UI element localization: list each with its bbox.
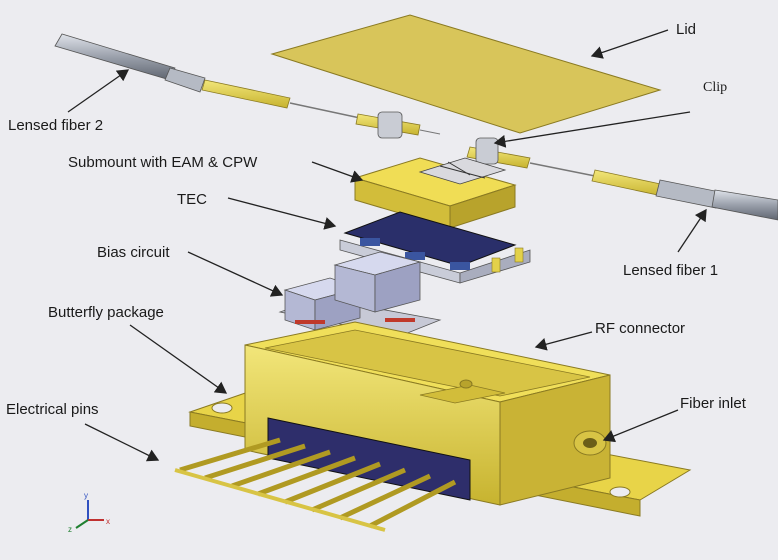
axis-triad: y x z [68,491,110,534]
bias-circuit-part [278,251,442,337]
label-electrical-pins: Electrical pins [6,401,99,418]
arrow-clip [493,111,691,148]
label-tec: TEC [177,191,207,208]
label-bias-circuit: Bias circuit [97,244,170,261]
arrow-lid [590,29,669,59]
axis-y-label: y [84,491,88,500]
lid-plate [270,14,662,134]
submount-part [353,157,517,229]
arrow-bias-circuit [187,251,284,297]
lensed-fiber-1-part [466,137,778,221]
label-lensed-fiber-2: Lensed fiber 2 [8,117,103,134]
label-fiber-inlet: Fiber inlet [680,395,747,412]
axis-z-label: z [68,525,72,534]
arrow-fiber-inlet [602,409,679,443]
label-rf-connector: RF connector [595,320,685,337]
axis-x-label: x [106,517,110,526]
electrical-pins-part [174,417,471,532]
arrow-lensed-fiber-2 [67,69,130,113]
lensed-fiber-2-part [54,33,441,139]
arrow-electrical-pins [84,423,160,462]
label-submount: Submount with EAM & CPW [68,154,258,171]
label-lid: Lid [676,21,696,38]
label-lensed-fiber-1: Lensed fiber 1 [623,262,718,279]
arrow-submount [311,161,364,183]
arrow-tec [227,197,337,230]
label-clip: Clip [703,80,727,95]
label-butterfly-package: Butterfly package [48,304,164,321]
callout-arrows [67,29,707,462]
arrow-rf-connector [534,331,593,351]
arrow-lensed-fiber-1 [677,208,707,253]
arrow-butterfly-package [129,324,228,394]
